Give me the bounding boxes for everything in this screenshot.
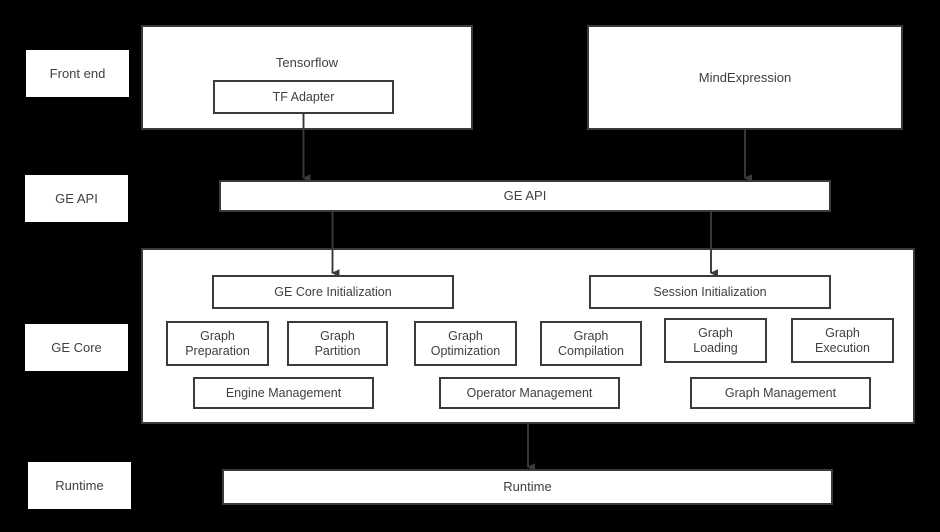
graph-loading-box[interactable]: Graph Loading — [664, 318, 767, 363]
layer-label-ge-core: GE Core — [25, 324, 128, 371]
ge-api-bar[interactable]: GE API — [219, 180, 831, 212]
session-initialization-box[interactable]: Session Initialization — [589, 275, 831, 309]
operator-management-box[interactable]: Operator Management — [439, 377, 620, 409]
tensorflow-title: Tensorflow — [275, 55, 339, 70]
graph-preparation-box[interactable]: Graph Preparation — [166, 321, 269, 366]
tf-adapter-box[interactable]: TF Adapter — [213, 80, 394, 114]
runtime-bar[interactable]: Runtime — [222, 469, 833, 505]
ge-core-initialization-box[interactable]: GE Core Initialization — [212, 275, 454, 309]
graph-management-box[interactable]: Graph Management — [690, 377, 871, 409]
engine-management-box[interactable]: Engine Management — [193, 377, 374, 409]
layer-label-front-end: Front end — [26, 50, 129, 97]
layer-label-ge-api: GE API — [25, 175, 128, 222]
tensorflow-container[interactable]: Tensorflow — [141, 25, 473, 130]
graph-optimization-box[interactable]: Graph Optimization — [414, 321, 517, 366]
graph-execution-box[interactable]: Graph Execution — [791, 318, 894, 363]
layer-label-runtime: Runtime — [28, 462, 131, 509]
graph-compilation-box[interactable]: Graph Compilation — [540, 321, 642, 366]
graph-partition-box[interactable]: Graph Partition — [287, 321, 388, 366]
mindexpression-container[interactable]: MindExpression — [587, 25, 903, 130]
